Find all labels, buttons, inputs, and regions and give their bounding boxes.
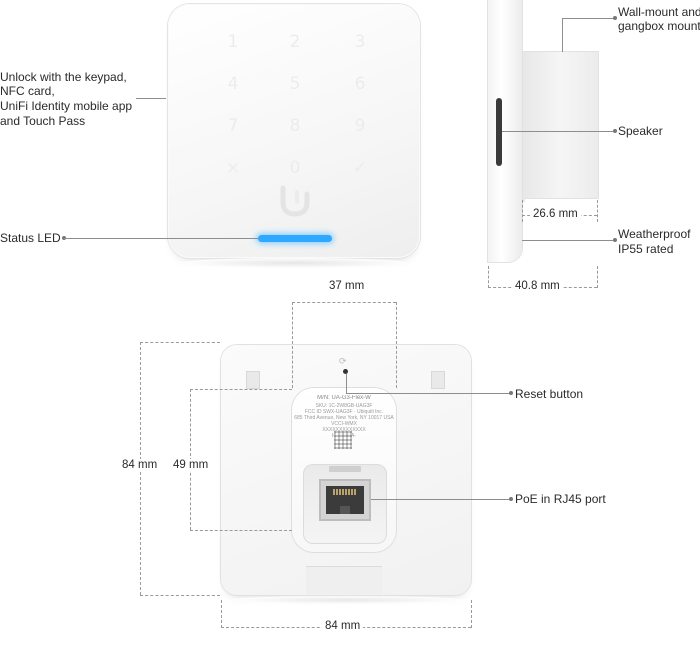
status-led-label: Status LED [0,231,61,245]
keypad-key-3: 3 [354,32,366,52]
keypad-key-4: 4 [227,74,239,94]
poe-leader-dot [509,497,513,501]
wall-mount-label-line-2: gangbox mount [618,19,700,33]
weatherproof-leader-dot [613,238,617,242]
back-width-top-label: 37 mm [329,280,365,292]
back-height-top-tick [140,342,220,343]
reset-button[interactable] [343,369,348,374]
keypad-key-cancel: × [225,158,241,178]
keypad-key-5: 5 [289,74,301,94]
rj45-clip [340,506,350,514]
keypad-key-9: 9 [354,116,366,136]
inner-height-bottom-tick [190,530,292,531]
label-line-1: SKU: 1C-2W8GB-UAG3F [315,403,373,409]
wall-mount-leader-h [562,18,614,19]
label-line-5: XXXXXXXXXXXXX [322,427,366,433]
weatherproof-leader-line [522,240,614,241]
back-height-label: 84 mm [119,459,161,471]
back-width-top-right-tick [396,302,397,388]
reset-leader-dot [509,391,513,395]
keypad-key-1: 1 [227,32,239,52]
reset-leader-v [346,374,347,393]
speaker-leader-line [502,131,614,132]
speaker-leader-dot [613,129,617,133]
unlock-label-line-1: Unlock with the keypad, [0,70,127,84]
label-line-4: VCCI-WMX [331,421,357,427]
label-line-3: 685 Third Avenue, New York, NY 10017 USA [294,415,394,421]
unifi-logo-icon [280,185,310,217]
bottom-notch [306,566,382,594]
status-led [258,235,332,242]
speaker-grille [496,98,502,166]
side-mount-box [522,52,598,198]
total-depth-dim-right-tick [597,266,598,288]
keypad-key-confirm: ✓ [352,158,368,178]
weatherproof-label-line-2: IP55 rated [618,242,674,256]
keypad-key-8: 8 [289,116,301,136]
back-height-bottom-tick [140,595,220,596]
back-width-bottom-right-tick [471,600,472,628]
wall-mount-leader-dot [613,16,617,20]
depth-dim-left-tick [522,200,523,222]
wall-mount-label-line-1: Wall-mount and [618,5,700,19]
label-line-2: FCC ID SWX-UAG3F · Ubiquiti Inc. [304,409,384,415]
speaker-label: Speaker [618,124,663,138]
poe-port-label: PoE in RJ45 port [515,492,606,506]
status-led-leader-line [64,238,258,239]
wall-mount-leader-v [562,18,563,52]
inner-height-top-tick [190,389,292,390]
total-depth-dim-label: 40.8 mm [512,280,563,292]
back-width-top-line [292,302,396,303]
mount-slot-left [246,371,260,389]
model-number: M/N: UA-G3-Flex-W [317,395,371,401]
back-device-shadow [230,596,462,604]
unlock-label-line-4: and Touch Pass [0,114,86,128]
front-device-shadow [180,258,408,268]
depth-dim-right-tick [597,200,598,222]
mount-slot-right [431,371,445,389]
reset-icon: ⟳ [339,356,347,366]
unlock-label-line-3: UniFi Identity mobile app [0,99,133,113]
weatherproof-label-line-1: Weatherproof [618,227,691,241]
side-mount-neck [519,188,525,202]
port-label-sticker [329,466,361,472]
keypad-key-2: 2 [289,32,301,52]
keypad-key-0: 0 [289,158,301,178]
back-width-top-left-tick [292,302,293,388]
reset-button-label: Reset button [515,387,584,401]
unlock-label-line-2: NFC card, [0,84,55,98]
qr-code-icon [334,431,352,449]
unlock-leader-line [136,98,166,99]
total-depth-dim-left-tick [488,266,489,288]
rj45-pins [333,489,357,495]
keypad-key-6: 6 [354,74,366,94]
inner-height-label: 49 mm [170,459,212,471]
poe-leader-line [371,499,510,500]
reset-leader-line [346,393,510,394]
back-width-bottom-left-tick [221,600,222,628]
back-width-bottom-label: 84 mm [322,620,364,632]
keypad-key-7: 7 [227,116,239,136]
depth-dim-label: 26.6 mm [530,208,581,220]
